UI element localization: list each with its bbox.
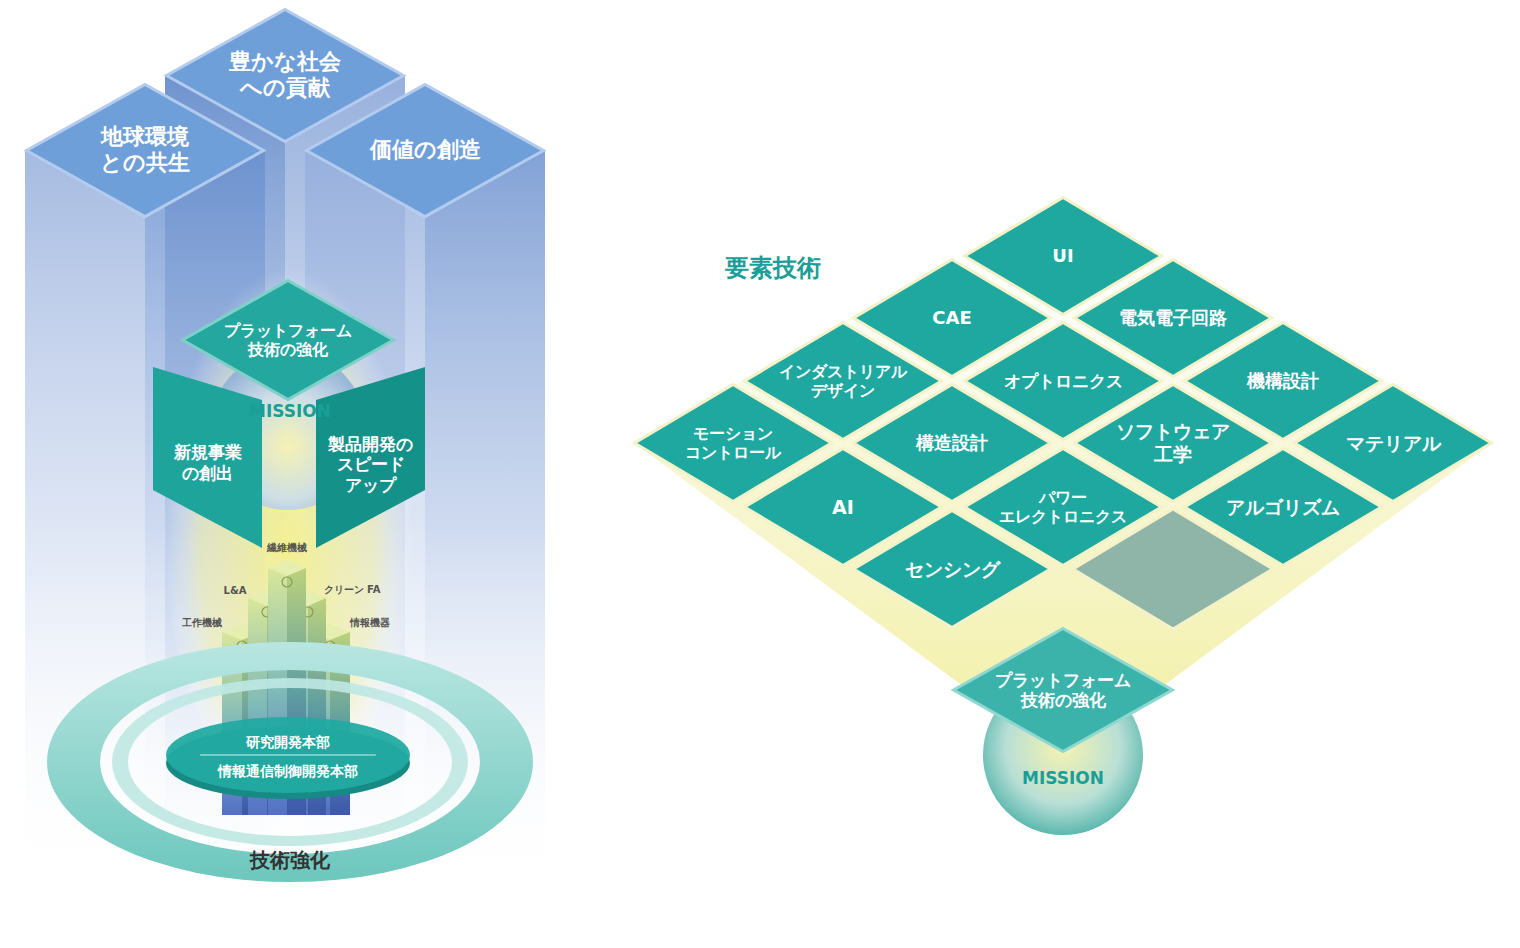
business-label: 工作機械 <box>182 616 222 630</box>
technology-diamond: アルゴリズム <box>1183 447 1383 567</box>
node-text: プラットフォーム 技術の強化 <box>995 670 1131 711</box>
node-text: MISSION <box>1022 768 1104 788</box>
node-text: 機構設計 <box>1247 370 1319 392</box>
pillar-top: 地球環境 との共生 <box>25 83 265 218</box>
pillar-top: 価値の創造 <box>305 83 545 218</box>
node-text: 電気電子回路 <box>1119 307 1227 329</box>
department-disc: 研究開発本部情報通信制御開発本部 <box>166 715 410 799</box>
node-text: 新規事業 の創出 <box>174 442 242 483</box>
node-text: センシング <box>905 558 1000 581</box>
node-text: 研究開発本部 <box>246 734 330 751</box>
node-text: AI <box>832 496 854 519</box>
node-text: モーション コントロール <box>685 424 781 462</box>
node-text: マテリアル <box>1346 432 1441 455</box>
node-text: 価値の創造 <box>370 137 481 163</box>
node-text: CAE <box>932 307 971 329</box>
node-text: UI <box>1052 245 1073 267</box>
mission-panel: 新規事業 の創出 <box>153 367 262 548</box>
business-label: クリーン FA <box>324 583 381 597</box>
business-label: L&A <box>224 585 247 596</box>
node-text: ソフトウェア 工学 <box>1116 420 1230 466</box>
node-text: オプトロニクス <box>1004 371 1123 391</box>
node-outline <box>166 715 410 799</box>
node-text: 豊かな社会 への貢献 <box>229 49 341 102</box>
node-text: パワー エレクトロニクス <box>999 488 1127 526</box>
mission-panel: 製品開発の スピード アップ <box>316 367 425 548</box>
node-text: 製品開発の スピード アップ <box>328 434 413 495</box>
node-text: アルゴリズム <box>1226 496 1340 519</box>
business-label: 情報機器 <box>350 616 390 630</box>
node-text: プラットフォーム 技術の強化 <box>224 321 352 359</box>
platform-diamond: プラットフォーム 技術の強化 <box>952 627 1174 753</box>
node-text: 情報通信制御開発本部 <box>218 763 358 780</box>
section-heading: 要素技術 <box>725 252 821 284</box>
mission-label: MISSION <box>249 401 331 421</box>
node-text: インダストリアル デザイン <box>779 362 907 400</box>
platform-diamond: プラットフォーム 技術の強化 <box>181 279 395 401</box>
business-label: 繊維機械 <box>267 541 307 555</box>
technology-diamond: センシング <box>852 509 1052 629</box>
node-text: 構造設計 <box>916 432 988 454</box>
node-text: 技術強化 <box>250 848 330 872</box>
node-text: 地球環境 との共生 <box>100 124 190 177</box>
